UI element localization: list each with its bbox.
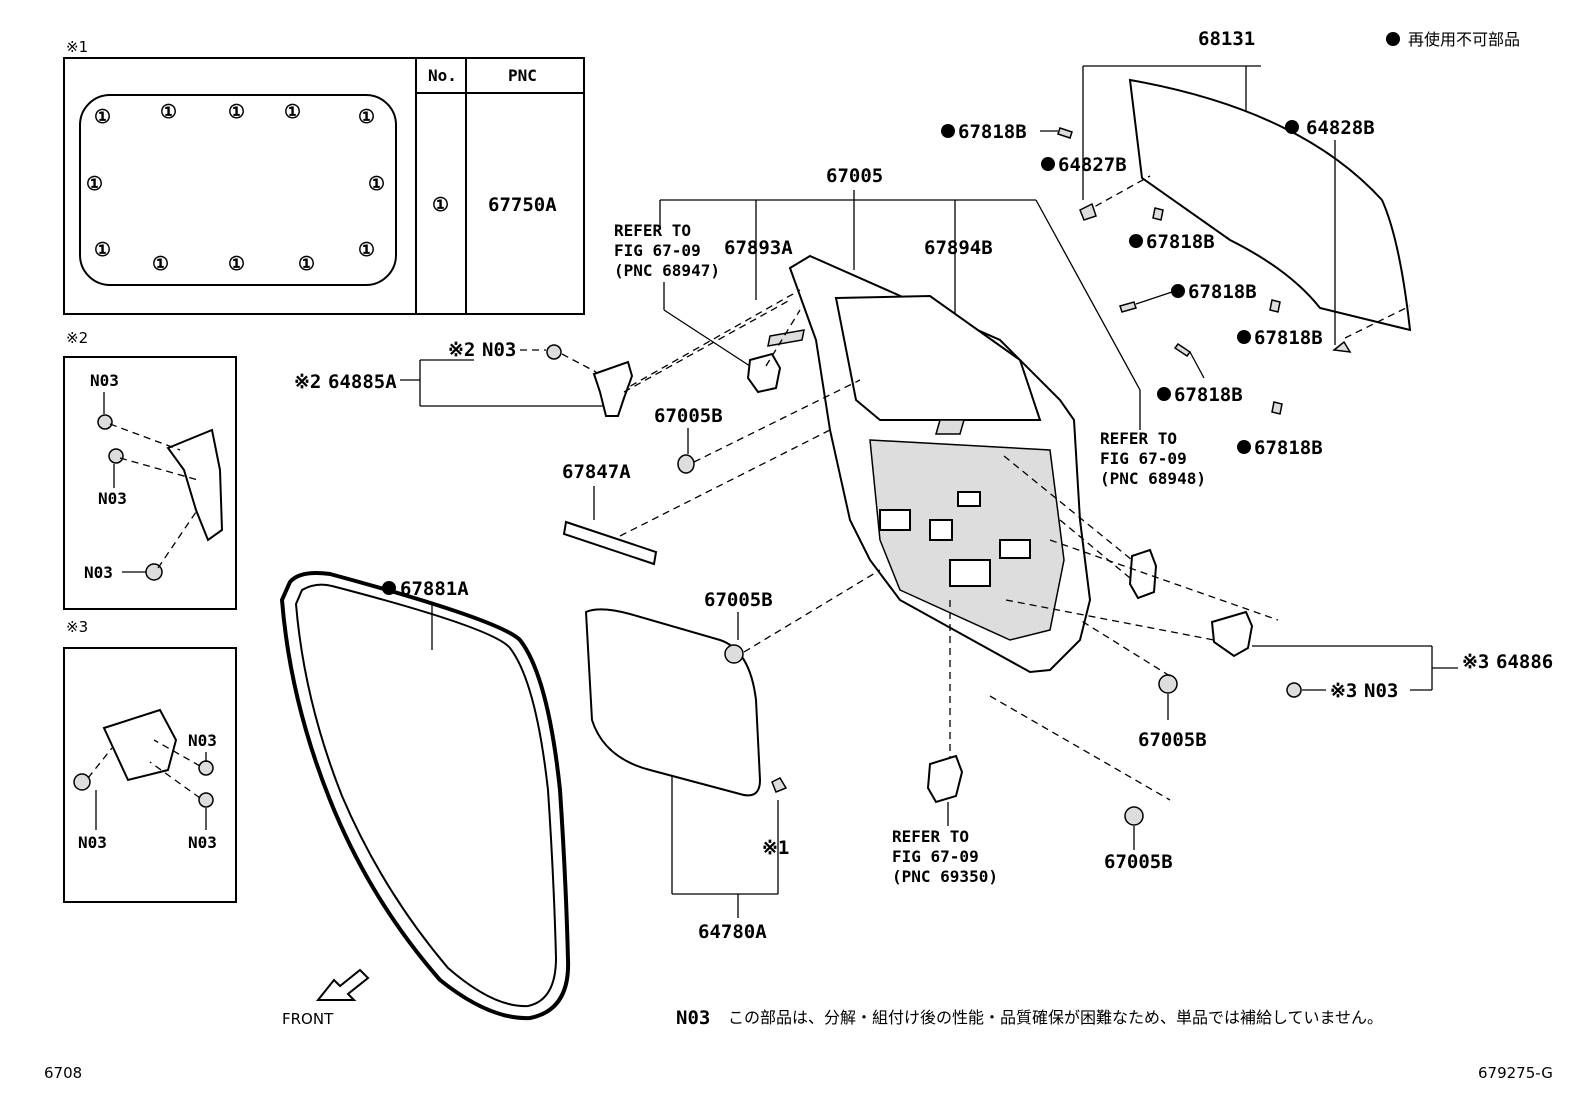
- svg-text:N03: N03: [84, 563, 113, 582]
- part-67818B-4: 67818B: [1254, 327, 1323, 349]
- svg-text:①: ①: [152, 253, 169, 275]
- legend-text: 再使用不可部品: [1408, 30, 1520, 49]
- hinge-lower: [926, 754, 964, 804]
- part-67005: 67005: [826, 165, 883, 187]
- weatherstrip: [279, 571, 571, 1021]
- svg-text:①: ①: [228, 101, 245, 123]
- n03-b: N03: [1364, 680, 1398, 702]
- part-64886: 64886: [1496, 651, 1553, 673]
- svg-text:①: ①: [160, 101, 177, 123]
- table-header-pnc: PNC: [508, 66, 537, 85]
- svg-text:FIG 67-09: FIG 67-09: [892, 847, 979, 866]
- hinge-upper-left: [746, 352, 782, 394]
- n03-a-ref: ※2: [448, 339, 475, 361]
- part-67893A: 67893A: [724, 237, 793, 259]
- svg-text:①: ①: [358, 106, 375, 128]
- svg-text:①: ①: [94, 239, 111, 261]
- n03-a: N03: [482, 339, 516, 361]
- glass-clip-outline: [79, 94, 397, 286]
- svg-text:N03: N03: [98, 489, 127, 508]
- stopper-64886: [1210, 610, 1254, 658]
- garnish-67847A: [562, 520, 658, 566]
- ref1-marker: ※1: [762, 837, 789, 859]
- n03-b-ref: ※3: [1330, 680, 1357, 702]
- inset3-ref: ※3: [66, 618, 88, 636]
- page-id-left: 6708: [44, 1064, 82, 1082]
- stopper-64885A: [592, 360, 634, 417]
- trim-cover: [584, 608, 762, 797]
- svg-text:①: ①: [284, 101, 301, 123]
- svg-text:REFER TO: REFER TO: [614, 221, 691, 240]
- clip-symbols: ① ① ① ① ① ① ① ① ① ① ① ①: [86, 101, 385, 275]
- refer-note-68948: REFER TO FIG 67-09 (PNC 68948): [1100, 429, 1206, 488]
- svg-text:(PNC 68948): (PNC 68948): [1100, 469, 1206, 488]
- inset3-bracket: [73, 708, 214, 830]
- part-64827B: 64827B: [1058, 154, 1127, 176]
- part-67005B-1: 67005B: [654, 405, 723, 427]
- table-row-pnc: 67750A: [488, 194, 557, 216]
- part-67005B-4: 67005B: [1104, 851, 1173, 873]
- inset3-frame: [63, 647, 237, 903]
- refer-note-69350: REFER TO FIG 67-09 (PNC 69350): [892, 827, 998, 886]
- part-67818B-3: 67818B: [1188, 281, 1257, 303]
- part-67894B: 67894B: [924, 237, 993, 259]
- front-label: FRONT: [282, 1010, 334, 1028]
- svg-text:①: ①: [368, 173, 385, 195]
- hinge-upper-right: [1128, 548, 1158, 600]
- part-67818B-6: 67818B: [1254, 437, 1323, 459]
- svg-text:(PNC 68947): (PNC 68947): [614, 261, 720, 280]
- svg-text:N03: N03: [78, 833, 107, 852]
- part-67005B-2: 67005B: [704, 589, 773, 611]
- page-id-right: 679275-G: [1478, 1064, 1553, 1082]
- svg-text:(PNC 69350): (PNC 69350): [892, 867, 998, 886]
- part-67847A: 67847A: [562, 461, 631, 483]
- part-64780A: 64780A: [698, 921, 767, 943]
- part-64885A-ref: ※2: [294, 371, 321, 393]
- svg-text:N03: N03: [90, 371, 119, 390]
- part-64828B: 64828B: [1306, 117, 1375, 139]
- svg-text:N03: N03: [188, 833, 217, 852]
- svg-text:①: ①: [86, 173, 103, 195]
- table-row-no: ①: [432, 194, 449, 216]
- inset1-frame: [63, 57, 585, 315]
- part-67881A: 67881A: [400, 578, 469, 600]
- inset1-ref: ※1: [66, 38, 88, 56]
- footnote-text: この部品は、分解・組付け後の性能・品質確保が困難なため、単品では補給していません…: [728, 1008, 1383, 1027]
- part-64885A: 64885A: [328, 371, 397, 393]
- part-64886-ref: ※3: [1462, 651, 1489, 673]
- part-67818B-2: 67818B: [1146, 231, 1215, 253]
- inset2-frame: [63, 356, 237, 610]
- refer-note-68947: REFER TO FIG 67-09 (PNC 68947): [614, 221, 720, 280]
- svg-text:FIG 67-09: FIG 67-09: [614, 241, 701, 260]
- svg-text:①: ①: [358, 239, 375, 261]
- front-arrow-icon: [315, 968, 370, 1001]
- svg-text:REFER TO: REFER TO: [1100, 429, 1177, 448]
- back-door-glass: [1128, 78, 1412, 332]
- part-67818B-1: 67818B: [958, 121, 1027, 143]
- inset2-bracket: [97, 392, 224, 581]
- svg-text:N03: N03: [188, 731, 217, 750]
- table-header-no: No.: [428, 66, 457, 85]
- part-67818B-5: 67818B: [1174, 384, 1243, 406]
- svg-text:①: ①: [298, 253, 315, 275]
- legend-dot: [1386, 32, 1400, 46]
- part-67005B-3: 67005B: [1138, 729, 1207, 751]
- svg-text:FIG 67-09: FIG 67-09: [1100, 449, 1187, 468]
- part-68131: 68131: [1198, 28, 1255, 50]
- back-door-panel: [788, 254, 1092, 674]
- svg-text:①: ①: [228, 253, 245, 275]
- inset2-ref: ※2: [66, 329, 88, 347]
- svg-text:①: ①: [94, 106, 111, 128]
- footnote-code: N03: [676, 1007, 710, 1029]
- svg-text:REFER TO: REFER TO: [892, 827, 969, 846]
